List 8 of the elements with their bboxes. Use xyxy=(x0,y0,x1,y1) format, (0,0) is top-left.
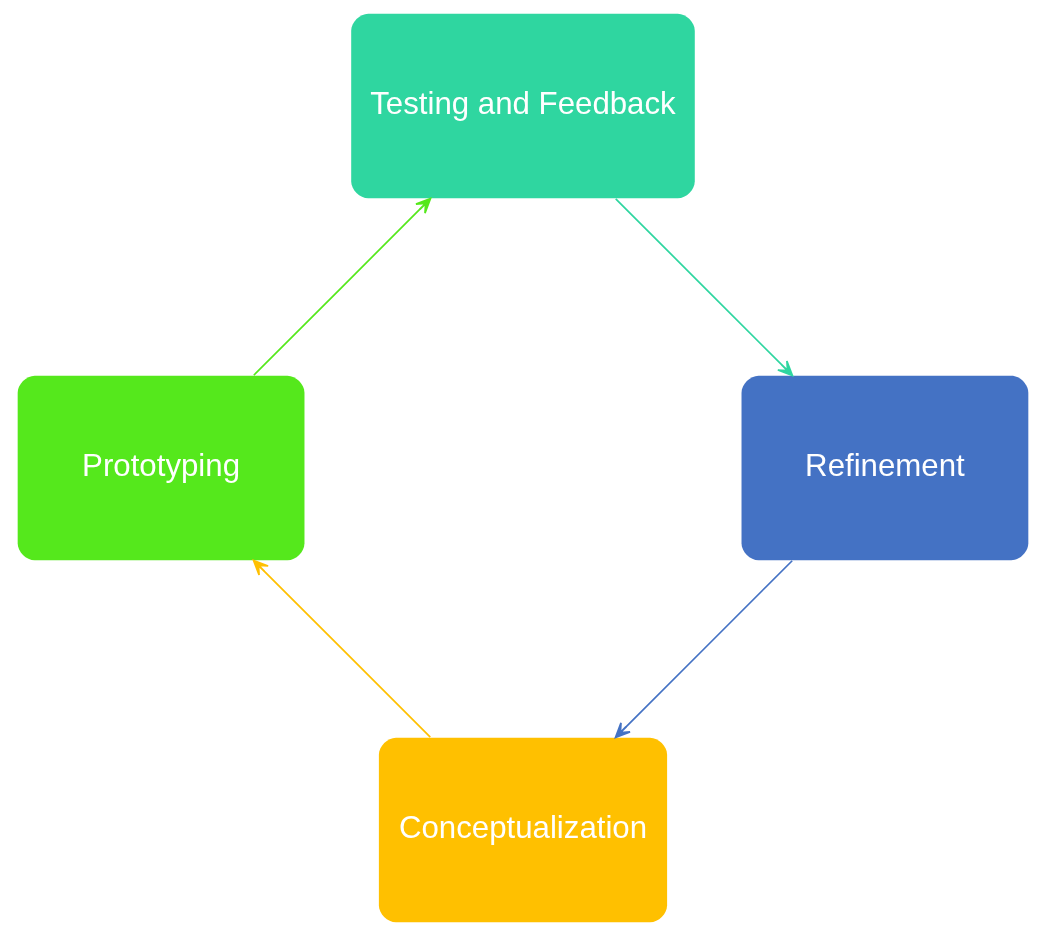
arrow xyxy=(614,559,794,739)
node-box: Testing and Feedback xyxy=(351,13,695,199)
arrow xyxy=(252,559,432,739)
node-box: Refinement xyxy=(741,375,1029,561)
node-box: Prototyping xyxy=(17,375,305,561)
arrow xyxy=(252,197,432,377)
node-box: Conceptualization xyxy=(378,737,668,923)
arrow xyxy=(614,197,794,377)
